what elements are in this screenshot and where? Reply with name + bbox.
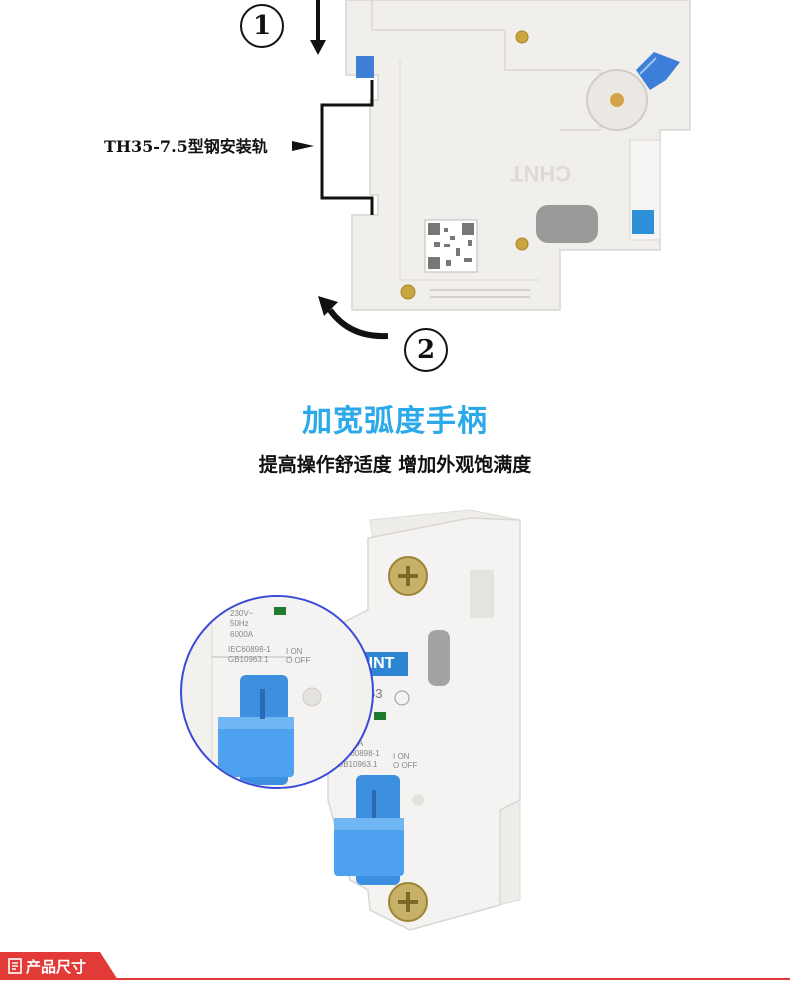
zoom-off-label: O OFF	[286, 656, 311, 665]
feature-headline: 加宽弧度手柄	[302, 404, 488, 439]
breaker-standard-iec: IEC60898-1	[337, 749, 380, 758]
rail-label: TH35-7.5型钢安装轨	[104, 137, 268, 156]
document-icon	[8, 958, 22, 974]
breaker-front-illustration	[327, 509, 521, 931]
step-2-number: 2	[416, 335, 436, 365]
section-title: 产品尺寸	[26, 957, 87, 976]
handle-zoom-illustration	[211, 597, 352, 787]
step-2-circle: 2	[404, 328, 448, 372]
step-1-number: 1	[252, 11, 272, 41]
section-header-product-size: 产品尺寸	[0, 952, 118, 980]
zoom-breaking-capacity: 6000A	[230, 630, 254, 639]
step-1-circle: 1	[240, 4, 284, 48]
zoom-standard-gb: GB10963.1	[228, 655, 269, 664]
feature-subline: 提高操作舒适度 增加外观饱满度	[258, 454, 532, 476]
zoom-voltage: 230V~	[230, 609, 254, 618]
breaker-standard-gb: GB10963.1	[337, 760, 378, 769]
zoom-standard-iec: IEC60898-1	[228, 645, 271, 654]
breaker-side-view-illustration	[292, 0, 691, 340]
handle-zoom-inset: 230V~ 50Hz 6000A IEC60898-1 GB10963.1 I …	[180, 595, 374, 789]
zoom-on-label: I ON	[286, 647, 303, 656]
breaker-off-label: O OFF	[393, 761, 418, 770]
brand-mark-rotated: CHNT	[510, 161, 572, 186]
section-divider	[0, 978, 790, 980]
breaker-on-label: I ON	[393, 752, 410, 761]
zoom-frequency: 50Hz	[230, 619, 249, 628]
